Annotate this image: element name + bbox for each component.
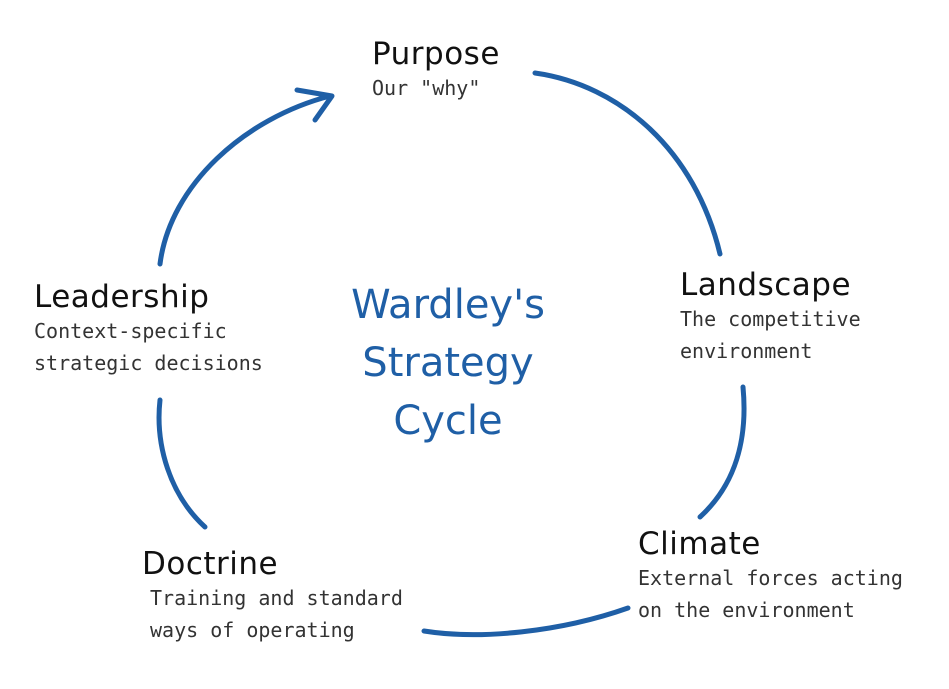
- node-description-line: environment: [680, 339, 813, 363]
- arc-leadership-to-purpose: [157, 93, 333, 267]
- node-description-line: ways of operating: [150, 618, 355, 642]
- node-doctrine-description: Training and standard ways of operating: [142, 582, 403, 646]
- node-climate: Climate External forces acting on the en…: [638, 526, 903, 626]
- arrowhead-icon: [294, 87, 335, 123]
- center-title-line: Cycle: [393, 398, 503, 444]
- node-description-line: Our "why": [372, 76, 481, 100]
- node-description-line: Training and standard: [150, 586, 403, 610]
- node-description-line: External forces acting: [638, 566, 903, 590]
- node-leadership-title: Leadership: [34, 279, 210, 315]
- node-landscape-description: The competitive environment: [680, 303, 861, 367]
- node-leadership-description: Context-specific strategic decisions: [34, 315, 263, 379]
- node-description-line: Context-specific: [34, 319, 227, 343]
- node-purpose-description: Our "why": [372, 72, 500, 104]
- arc-doctrine-to-leadership: [156, 397, 208, 530]
- node-leadership: Leadership Context-specific strategic de…: [34, 279, 263, 379]
- node-climate-description: External forces acting on the environmen…: [638, 562, 903, 626]
- node-purpose-title: Purpose: [372, 36, 500, 72]
- arc-climate-to-doctrine: [421, 605, 631, 638]
- node-doctrine-title: Doctrine: [142, 546, 279, 582]
- node-doctrine: Doctrine Training and standard ways of o…: [142, 546, 403, 646]
- node-description-line: on the environment: [638, 598, 855, 622]
- arc-landscape-to-climate: [697, 384, 747, 520]
- arc-purpose-to-landscape: [532, 70, 723, 257]
- node-landscape: Landscape The competitive environment: [680, 267, 861, 367]
- center-title: Wardley's Strategy Cycle: [298, 276, 598, 450]
- center-title-line: Strategy: [362, 340, 534, 386]
- node-purpose: Purpose Our "why": [372, 36, 500, 104]
- node-landscape-title: Landscape: [680, 267, 852, 303]
- node-climate-title: Climate: [638, 526, 761, 562]
- node-description-line: strategic decisions: [34, 351, 263, 375]
- center-title-line: Wardley's: [351, 282, 545, 328]
- node-description-line: The competitive: [680, 307, 861, 331]
